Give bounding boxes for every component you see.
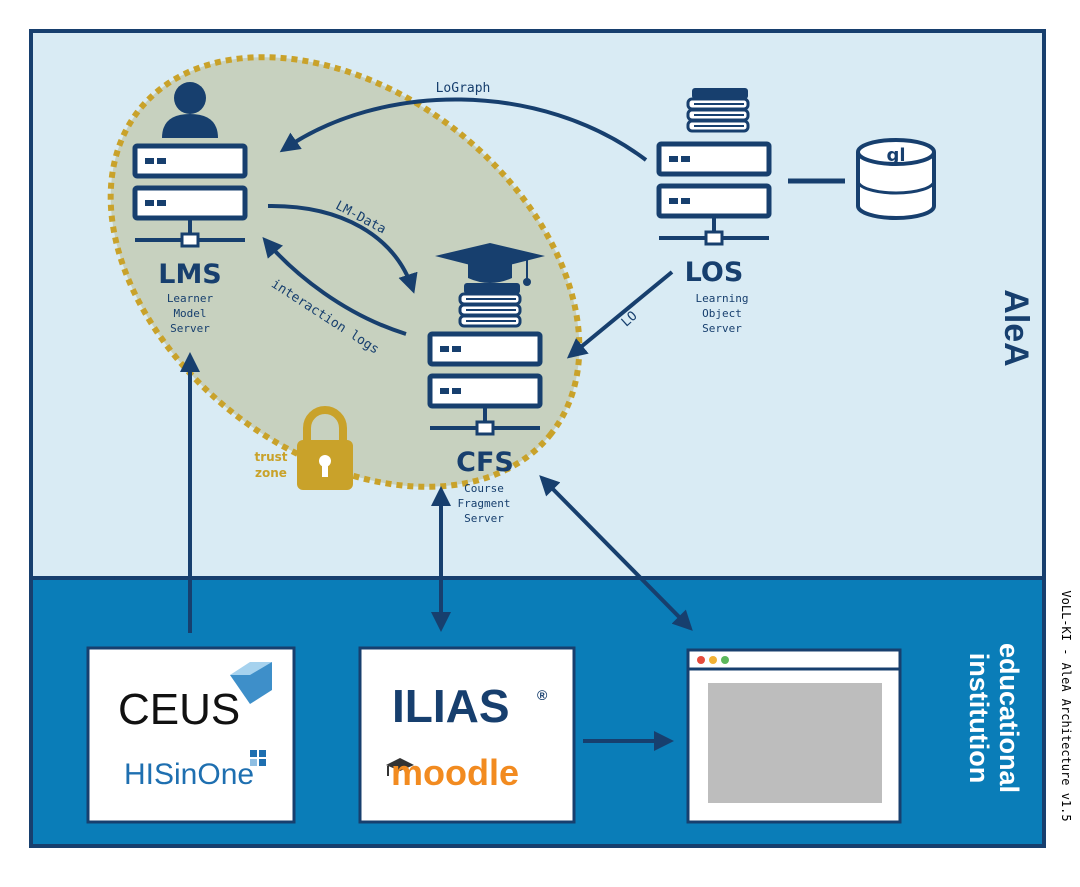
dots-icon (250, 750, 266, 766)
los-desc-line1: Learning (696, 292, 749, 305)
alea-label: AleA (997, 289, 1035, 366)
database-icon: gl (788, 138, 936, 220)
graduation-cap-icon (435, 243, 545, 286)
moodle-cap-icon (386, 758, 414, 776)
books-icon (458, 281, 522, 328)
side-caption: VoLL-KI - AleA Architecture v1.5 (1059, 590, 1073, 821)
lm-data-arrow (267, 203, 418, 294)
lo-arrow (566, 270, 674, 359)
los-desc-line2: Object (702, 307, 742, 320)
ceus-hisinone-box: CEUS HISinOne (86, 646, 296, 824)
ilias-moodle-box: ILIAS ® moodle (358, 646, 576, 824)
cfs-desc-line2: Fragment (458, 497, 511, 510)
books-icon (686, 86, 750, 133)
lock-icon (297, 406, 353, 490)
arrows (180, 97, 693, 751)
ceus-logo-text: CEUS (118, 685, 240, 734)
cfs-name: CFS (456, 447, 514, 478)
institution-label-line2: institution (964, 653, 994, 783)
ilias-logo-text: ILIAS (392, 680, 510, 732)
database-label: gl (886, 145, 905, 166)
trust-zone-label-line1: trust (254, 450, 287, 464)
lograph-label: LoGraph (436, 81, 491, 96)
cfs-server: CFS Course Fragment Server (430, 243, 545, 525)
user-icon (162, 82, 218, 138)
hisinone-logo-text: HISinOne (124, 758, 254, 791)
lms-desc-line1: Learner (167, 292, 214, 305)
lograph-arrow (279, 97, 648, 162)
cube-icon (230, 662, 272, 704)
trust-zone-label-line2: zone (255, 466, 287, 480)
lms-desc-line2: Model (173, 307, 206, 320)
cfs-browser-arrow (539, 475, 693, 631)
institution-label-line1: educational (994, 643, 1024, 793)
lms-name: LMS (158, 259, 222, 290)
lms-desc-line3: Server (170, 322, 210, 335)
moodle-logo-text: moodle (391, 752, 519, 793)
cfs-desc-line1: Course (464, 482, 504, 495)
los-server: LOS Learning Object Server (659, 86, 769, 335)
los-desc-line3: Server (702, 322, 742, 335)
ilias-registered-mark: ® (537, 687, 548, 703)
lms-server: LMS Learner Model Server (135, 82, 245, 335)
cfs-desc-line3: Server (464, 512, 504, 525)
browser-window-icon (686, 648, 902, 824)
los-name: LOS (685, 257, 744, 288)
interaction-logs-arrow (262, 236, 407, 336)
